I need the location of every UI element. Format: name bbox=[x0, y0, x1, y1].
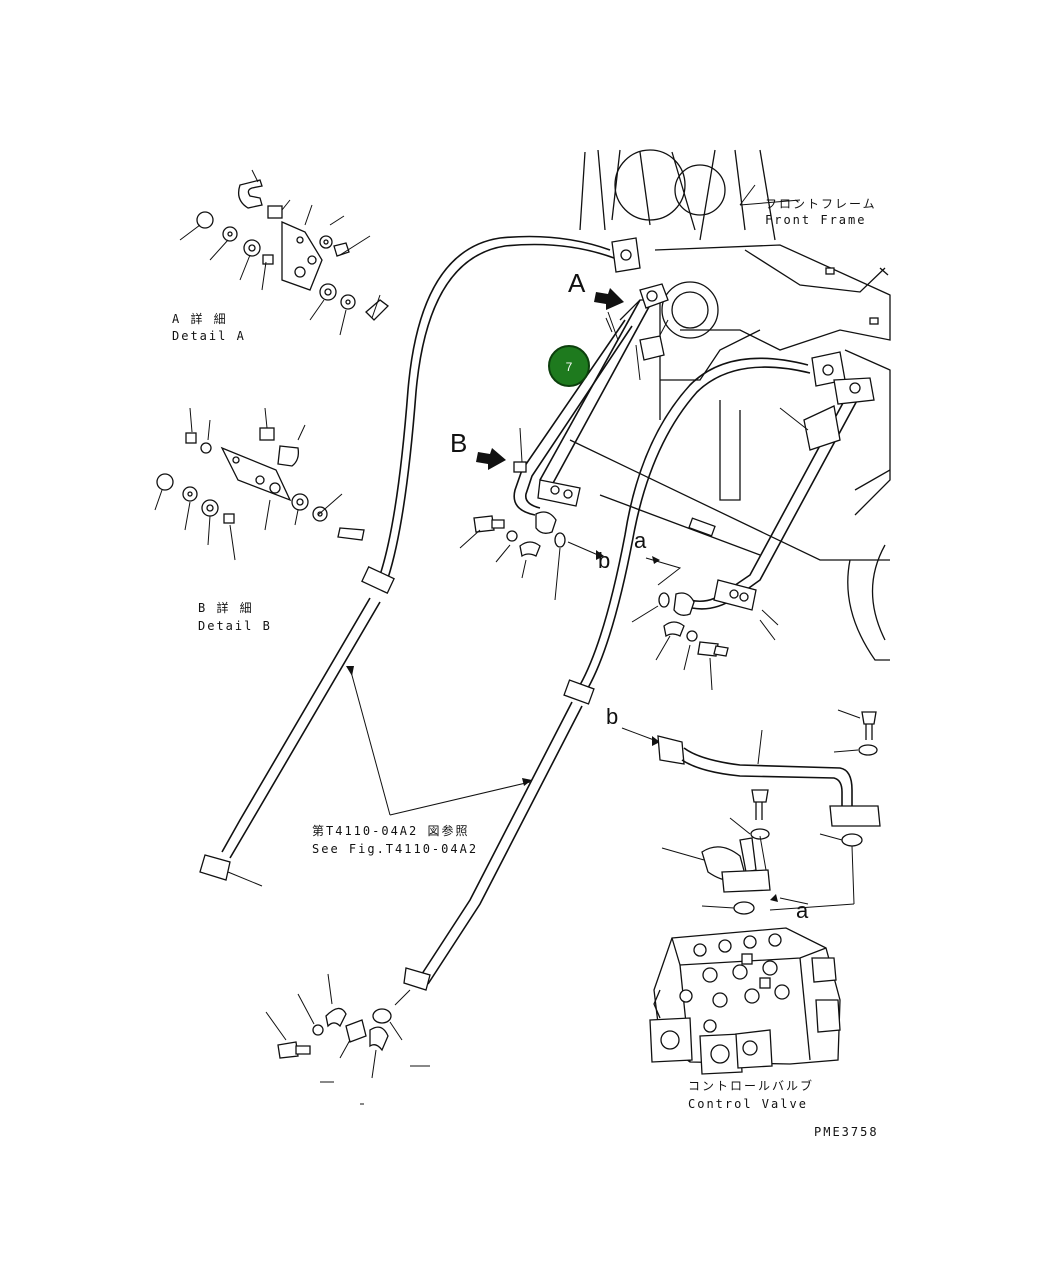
control-valve bbox=[649, 927, 841, 1075]
detail-b-label-jp: B 詳 細 bbox=[198, 600, 254, 615]
arrow-b bbox=[476, 448, 506, 470]
detail-a-label-jp: A 詳 細 bbox=[172, 311, 228, 326]
control-valve-label-jp: コントロールバルブ bbox=[688, 1078, 814, 1093]
front-frame-label-en: Front Frame bbox=[765, 213, 866, 227]
right-hose bbox=[394, 351, 846, 1006]
fitting-set-a bbox=[631, 556, 729, 691]
see-fig-label-jp: 第T4110-04A2 図参照 bbox=[312, 823, 469, 838]
reference-arrows bbox=[346, 666, 532, 816]
frame-pipes bbox=[513, 283, 875, 641]
ref-b-upper: b bbox=[598, 548, 610, 573]
arrow-a bbox=[594, 288, 624, 310]
arrow-b-label: B bbox=[450, 428, 467, 458]
ref-a-upper: a bbox=[634, 528, 647, 553]
front-frame bbox=[569, 149, 891, 661]
detail-b-parts bbox=[154, 407, 365, 561]
callout-7-number: 7 bbox=[566, 360, 573, 374]
left-hose bbox=[199, 235, 641, 887]
see-fig-label-en: See Fig.T4110-04A2 bbox=[312, 842, 478, 856]
arrow-a-label: A bbox=[568, 268, 586, 298]
lower-fitting-set bbox=[265, 973, 430, 1105]
front-frame-label-jp: フロントフレーム bbox=[765, 197, 877, 211]
detail-a-label-en: Detail A bbox=[172, 329, 246, 343]
callout-7[interactable]: 7 bbox=[548, 345, 590, 387]
control-valve-label-en: Control Valve bbox=[688, 1097, 808, 1111]
detail-b-label-en: Detail B bbox=[198, 619, 272, 633]
ref-b-lower: b bbox=[606, 704, 618, 729]
detail-a-parts bbox=[179, 169, 389, 336]
drawing-code: PME3758 bbox=[814, 1125, 879, 1139]
ref-a-lower: a bbox=[796, 898, 809, 923]
fitting-set-b bbox=[459, 515, 604, 601]
control-valve-pipe bbox=[621, 709, 881, 915]
